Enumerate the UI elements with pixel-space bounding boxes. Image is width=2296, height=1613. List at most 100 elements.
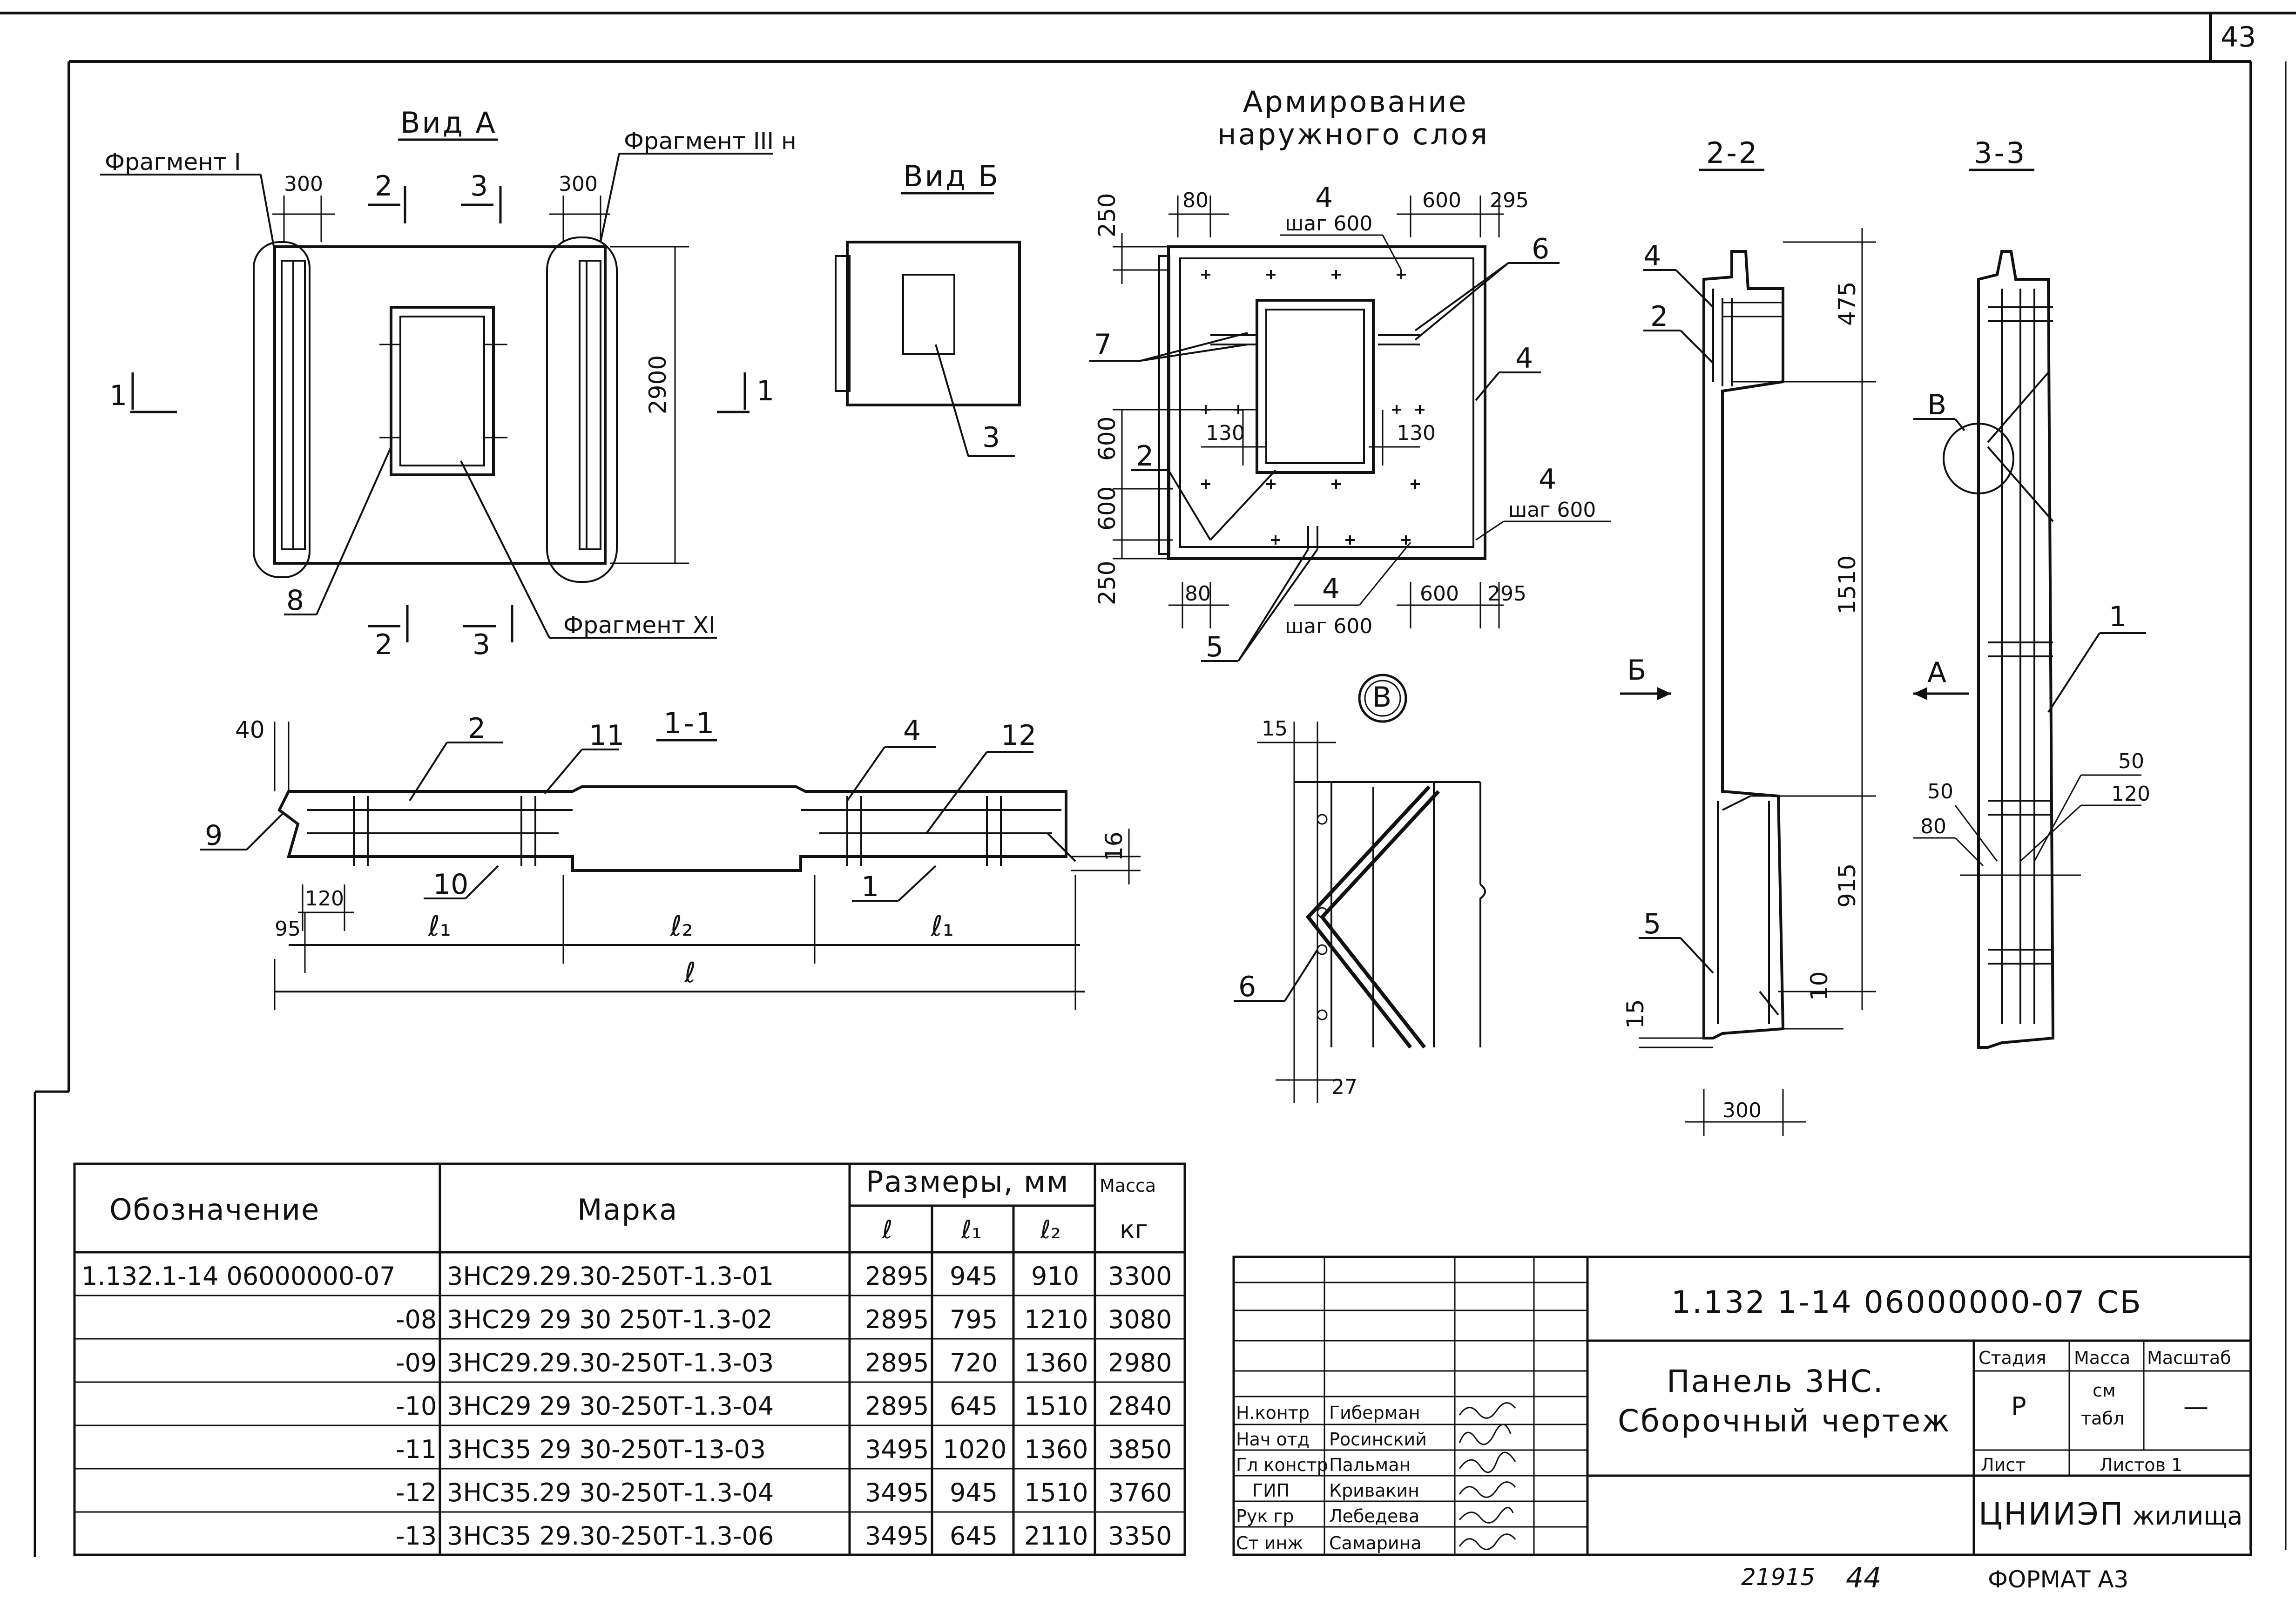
section-2-2-title: 2-2 [1706,136,1759,170]
arrow-a-label: А [1927,656,1946,689]
s33-dim-50-left: 50 [1927,780,1953,803]
section-mark-1-left: 1 [109,379,127,412]
node-b-callout-6: 6 [1238,971,1256,1003]
row-l1: 945 [950,1478,998,1507]
callout-4-right-a: 4 [1515,342,1533,375]
s22-callout-5: 5 [1643,908,1661,940]
signer-name: Росинский [1329,1429,1427,1450]
table-row: 1.132.1-14 06000000-07 3НС29.29.30-250Т-… [81,1262,1172,1291]
callout-4-right-b: 4 [1539,463,1556,496]
callout-4-bottom: 4 [1322,573,1340,605]
table-row: -10 3НС29 29 30-250Т-1.3-04 2895 645 151… [396,1391,1172,1421]
dim-600-top: 600 [1422,189,1461,212]
table-header-l1: ℓ₁ [961,1215,982,1244]
section-2-2: 2-2 4 2 5 475 1510 915 10 15 300 [1620,136,1876,1136]
stage-value: Р [2011,1392,2026,1421]
row-mark: 3НС29.29.30-250Т-1.3-03 [447,1348,774,1377]
callout-7: 7 [1094,328,1112,361]
fragment-1-label: Фрагмент I [105,148,241,175]
row-l: 2895 [865,1391,929,1421]
row-l1: 720 [950,1348,998,1377]
section-1-1-title: 1-1 [663,706,716,740]
signature-row: Нач отд Росинский [1236,1429,1427,1450]
row-mass: 2980 [1108,1348,1172,1377]
mass-header: Масса [2074,1348,2130,1368]
callout-11: 11 [589,719,624,752]
handwritten-signatures [1459,1402,1516,1550]
row-designation: -12 [396,1478,437,1507]
row-designation: -08 [396,1305,437,1334]
footer-sheet: 44 [1846,1562,1881,1594]
s33-dim-120: 120 [2111,782,2150,806]
signer-role: Гл констр [1236,1455,1328,1475]
table-header-kg: кг [1120,1215,1148,1244]
dim-600-bottom: 600 [1420,582,1459,606]
row-l2: 1360 [1024,1435,1088,1464]
dim-250-top: 250 [1094,193,1121,237]
section-3-3: 3-3 В 1 А 50 120 50 80 [1913,136,2150,1049]
signer-role: Ст инж [1236,1533,1303,1553]
row-mark: 3НС35 29 30-250Т-13-03 [447,1435,766,1464]
s22-callout-2: 2 [1650,300,1668,333]
fragment-3h-label: Фрагмент III н [624,128,797,155]
dim-600-b: 600 [1094,486,1121,531]
row-designation: -09 [396,1348,437,1377]
row-l1: 645 [950,1391,998,1421]
s22-callout-4: 4 [1643,240,1661,272]
org-subname: жилища [2132,1501,2242,1531]
row-mass: 3850 [1108,1435,1172,1464]
row-l: 3495 [865,1478,929,1507]
s22-dim-10: 10 [1806,971,1833,1001]
s33-dim-80: 80 [1920,815,1946,838]
mass-value-1: см [2093,1380,2116,1401]
reinforcement-title-2: наружного слоя [1217,117,1489,151]
row-l1: 795 [950,1305,998,1334]
row-mark: 3НС35 29.30-250Т-1.3-06 [447,1521,774,1551]
row-l: 2895 [865,1348,929,1377]
step-600-top: шаг 600 [1285,212,1372,236]
row-designation: 1.132.1-14 06000000-07 [81,1262,396,1291]
signer-role: ГИП [1252,1480,1290,1501]
row-l2: 910 [1031,1262,1079,1291]
signature-row: Гл констр Пальман [1236,1455,1411,1475]
doc-code: 1.132 1-14 06000000-07 СБ [1671,1284,2142,1320]
s33-dim-50-right: 50 [2118,749,2144,773]
view-b-callout-3: 3 [982,421,1000,454]
section-mark-2-bottom: 2 [375,628,392,661]
callout-4-s11: 4 [903,715,921,747]
sheet-header: Лист [1981,1455,2026,1475]
fragment-11-label: Фрагмент XI [563,612,716,639]
row-designation: -13 [396,1521,437,1551]
dim-130-right: 130 [1397,421,1436,445]
table-header-l: ℓ [882,1215,892,1244]
section-mark-2-top: 2 [375,170,392,202]
row-mass: 3760 [1108,1478,1172,1507]
row-l2: 1210 [1024,1305,1088,1334]
section-3-3-title: 3-3 [1974,136,2026,170]
row-mark: 3НС29 29 30 250Т-1.3-02 [447,1305,773,1334]
callout-4-top: 4 [1315,182,1333,214]
row-designation: -10 [396,1391,437,1421]
s22-dim-15: 15 [1622,999,1649,1029]
view-a: Вид А Фрагмент I Фрагмент III н 300 300 … [100,106,797,661]
view-b-title: Вид Б [903,159,1000,193]
view-b: Вид Б 3 [835,159,1021,457]
table-header-l2: ℓ₂ [1040,1215,1061,1244]
callout-5: 5 [1206,631,1223,663]
row-l1: 645 [950,1521,998,1551]
signature-row: ГИП Кривакин [1252,1480,1419,1501]
table-row: -08 3НС29 29 30 250Т-1.3-02 2895 795 121… [396,1305,1172,1334]
row-l1: 1020 [943,1435,1006,1464]
footer-code: 21915 [1741,1564,1815,1591]
dim-l: ℓ [684,957,696,989]
dim-130-left: 130 [1206,421,1245,445]
s22-dim-915: 915 [1834,864,1861,908]
signature-row: Н.контр Гиберман [1236,1403,1420,1423]
callout-2: 2 [1136,440,1154,472]
signature-row: Рук гр Лебедева [1236,1506,1419,1526]
callout-9: 9 [205,819,223,852]
row-l2: 2110 [1024,1521,1088,1551]
dim-250-bottom: 250 [1094,561,1121,605]
callout-2-s11: 2 [468,712,486,745]
